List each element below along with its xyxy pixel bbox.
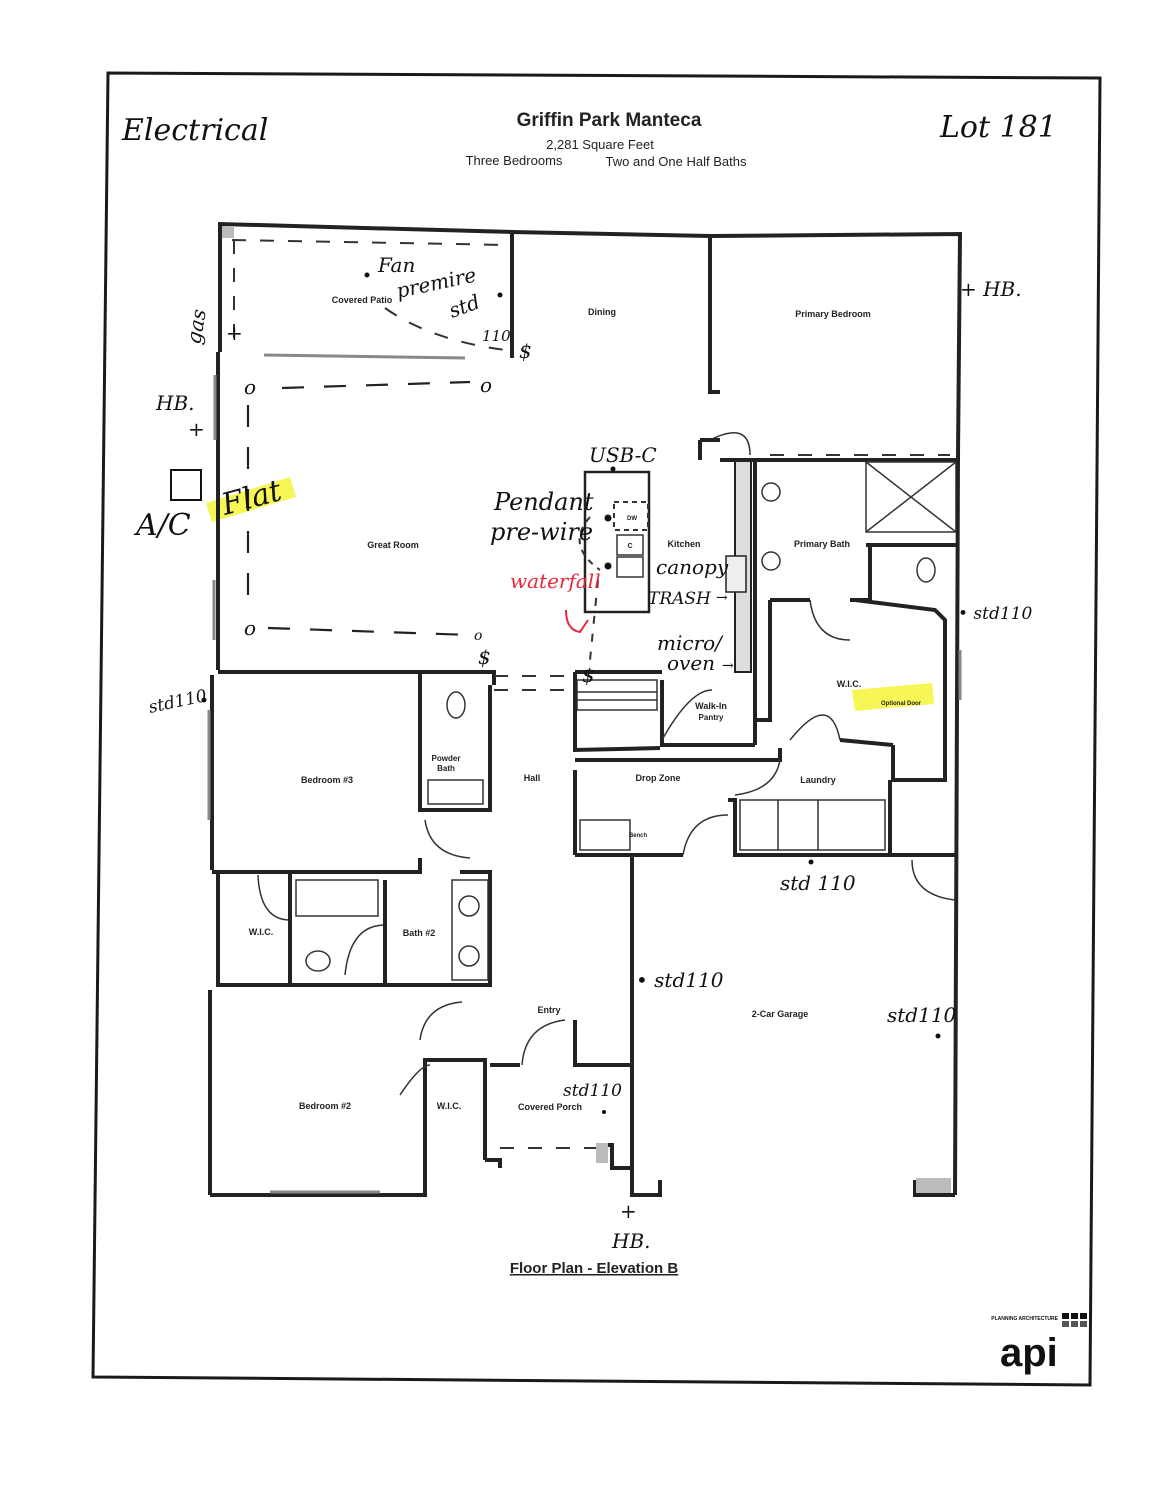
annotation-gas: gas <box>181 307 211 346</box>
room-powder-bath: Bath <box>437 764 455 773</box>
annotation-switch-great: $ <box>478 645 491 669</box>
optional-door-label: Optional Door <box>881 701 922 707</box>
room-covered-patio: Covered Patio <box>332 295 393 305</box>
dishwasher-label: DW <box>627 516 637 522</box>
annotation-fan: Fan <box>377 253 415 277</box>
room-powder: Powder <box>432 754 461 763</box>
usb-outlet-dot <box>610 466 616 472</box>
annotation-canopy: canopy <box>656 555 729 579</box>
annotation-hb-left: HB. <box>155 391 195 415</box>
recessed-light: o <box>244 616 256 640</box>
gas-marker: + <box>226 321 243 345</box>
fan-outlet-dot <box>364 272 370 278</box>
patio-outlet-dot <box>497 292 503 298</box>
arrow-icon: → <box>716 590 728 606</box>
annotation-std-110: 110 <box>482 327 511 345</box>
room-bedroom-3: Bedroom #3 <box>301 775 353 785</box>
annotation-switch-patio: $ <box>519 339 532 363</box>
square-feet: 2,281 Square Feet <box>546 137 654 152</box>
room-bedroom-2: Bedroom #2 <box>299 1101 351 1111</box>
annotation-waterfall: waterfall <box>510 569 601 593</box>
annotation-usb-c: USB-C <box>589 443 657 467</box>
outlet-dot <box>602 1110 606 1114</box>
annotation-std110-right: • std110 <box>958 604 1033 624</box>
room-kitchen: Kitchen <box>667 539 700 549</box>
sink-label: C <box>627 543 632 550</box>
flat-highlight <box>206 477 296 522</box>
room-walk-in: Walk-In <box>695 701 727 711</box>
outlet-dot <box>935 1033 941 1039</box>
room-labels: Covered Patio Dining Primary Bedroom Gre… <box>249 295 922 1112</box>
logo-text: api <box>1000 1331 1058 1375</box>
annotation-std110-hall: • std110 <box>636 968 724 992</box>
api-logo: PLANNING ARCHITECTURE api <box>991 1313 1087 1375</box>
room-primary-wic: W.I.C. <box>837 679 862 689</box>
room-primary-bath: Primary Bath <box>794 539 850 549</box>
annotation-prewire: pre-wire <box>490 518 593 546</box>
room-bath-2: Bath #2 <box>403 928 436 938</box>
recessed-light: o <box>480 373 492 397</box>
annotation-oven: oven <box>667 651 715 675</box>
annotation-std110-left: std110 <box>147 686 209 718</box>
logo-subtext: PLANNING ARCHITECTURE <box>991 1316 1058 1322</box>
annotation-hb-right: + HB. <box>960 277 1022 301</box>
room-garage: 2-Car Garage <box>752 1009 809 1019</box>
outlet-dot <box>808 859 814 865</box>
annotation-pendant: Pendant <box>493 488 594 516</box>
waterfall-arrow-icon <box>565 609 589 634</box>
room-great-room: Great Room <box>367 540 419 550</box>
bedrooms-count: Three Bedrooms <box>466 153 563 168</box>
outlet-dot <box>201 697 207 703</box>
annotation-std: std <box>446 290 483 323</box>
recessed-light: o <box>474 628 482 644</box>
annotation-switch-kitchen: $ <box>582 663 595 687</box>
floor-plan-label: Floor Plan - Elevation B <box>510 1260 679 1277</box>
room-dining: Dining <box>588 307 616 317</box>
room-drop-zone: Drop Zone <box>636 773 681 783</box>
bench-label: Bench <box>629 833 648 839</box>
annotation-std110-garage: std110 <box>887 1003 957 1027</box>
room-bedroom-3-wic: W.I.C. <box>249 927 274 937</box>
optional-door-highlight <box>852 683 934 711</box>
room-bedroom-2-wic: W.I.C. <box>437 1101 462 1111</box>
annotation-std110-garage-top: std 110 <box>780 871 856 895</box>
room-hall: Hall <box>524 773 541 783</box>
annotation-micro: micro/ <box>657 631 724 655</box>
annotation-hb-bottom: HB. <box>611 1229 651 1253</box>
room-covered-porch: Covered Porch <box>518 1102 582 1112</box>
annotation-flat: Flat <box>217 473 286 523</box>
annotation-electrical: Electrical <box>121 113 268 148</box>
annotation-lot: Lot 181 <box>939 110 1057 145</box>
annotation-trash: TRASH <box>648 589 712 609</box>
room-pantry: Pantry <box>699 713 724 722</box>
handwritten-annotations: Electrical Lot 181 gas + HB. + A/C Flat … <box>121 110 1057 1253</box>
plan-title: Griffin Park Manteca <box>517 110 702 131</box>
room-laundry: Laundry <box>800 775 836 785</box>
walls <box>207 221 963 1197</box>
annotation-std110-porch: std110 <box>563 1081 622 1101</box>
annotation-ac: A/C <box>133 508 191 543</box>
hose-bib-marker: + <box>188 417 205 441</box>
room-entry: Entry <box>537 1005 560 1015</box>
baths-count: Two and One Half Baths <box>606 154 747 169</box>
room-primary-bedroom: Primary Bedroom <box>795 309 871 319</box>
arrow-icon: → <box>722 658 734 674</box>
ac-unit-box <box>170 469 202 501</box>
hose-bib-marker: + <box>620 1199 637 1223</box>
sheet-border <box>91 71 1102 1387</box>
recessed-light: o <box>244 375 256 399</box>
